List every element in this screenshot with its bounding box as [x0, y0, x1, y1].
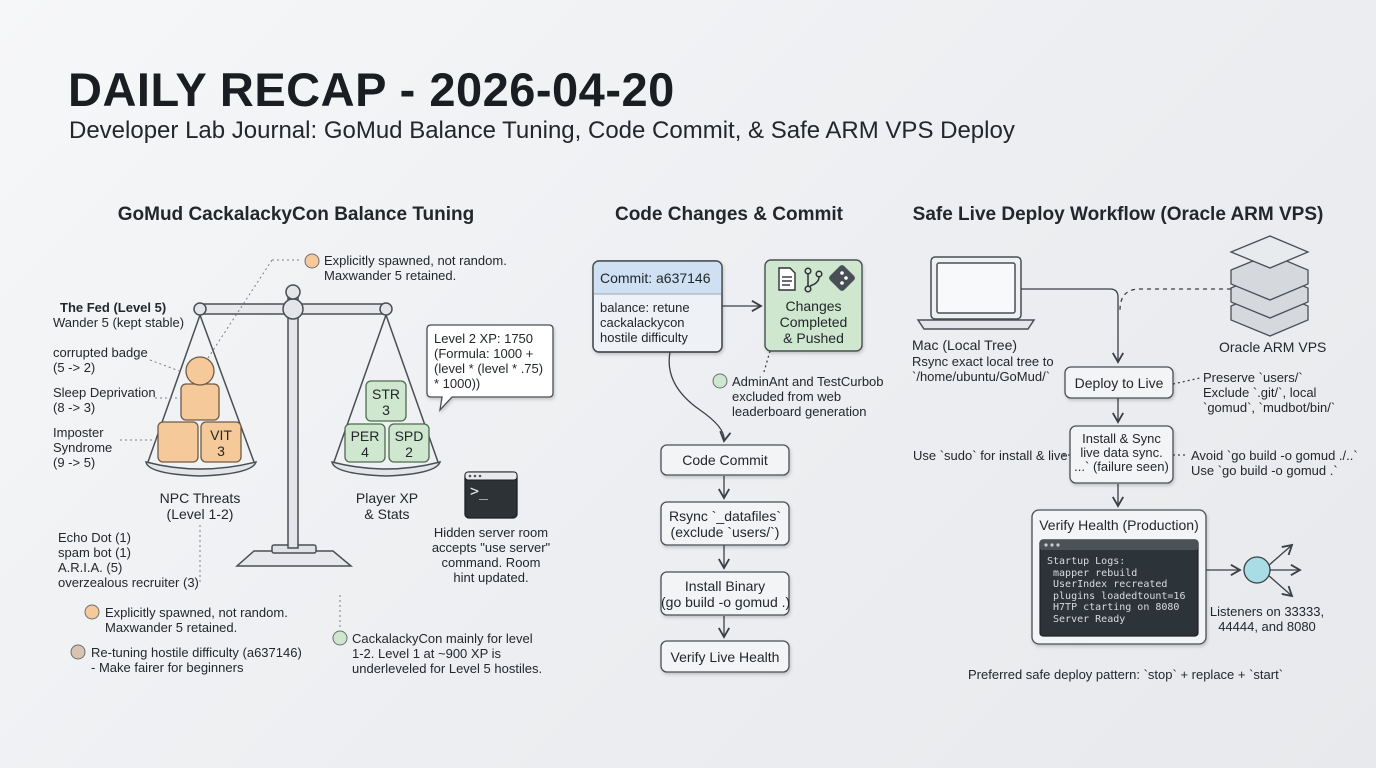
legend-dots	[70, 253, 728, 660]
per-block-label: PER 4	[350, 428, 380, 460]
commit-card	[592, 260, 723, 353]
xp-callout-text: Level 2 XP: 1750 (Formula: 1000 + (level…	[434, 331, 544, 391]
npc-list: Echo Dot (1) spam bot (1) A.R.I.A. (5) o…	[58, 530, 199, 590]
git-icon	[829, 265, 855, 291]
document-icon	[778, 267, 796, 291]
server-room-note: Hidden server room accepts "use server" …	[431, 525, 551, 585]
balance-heading: GoMud CackalackyCon Balance Tuning	[117, 204, 475, 225]
legend-item-retuning: Re-tuning hostile difficulty (a637146) -…	[91, 645, 302, 675]
page-title: DAILY RECAP - 2026-04-20	[68, 63, 675, 116]
admin-exclusion-note: AdminAnt and TestCurbob excluded from we…	[732, 374, 884, 419]
changes-label: Changes Completed & Pushed	[779, 298, 848, 346]
step-deploy-to-live: Deploy to Live	[1074, 375, 1164, 391]
vps-label: Oracle ARM VPS	[1219, 339, 1327, 355]
commit-title: Commit: a637146	[600, 270, 711, 286]
step-verify-live-health: Verify Live Health	[670, 649, 780, 665]
fed-sub: Wander 5 (kept stable)	[53, 315, 185, 330]
legend-item-spawned: Explicitly spawned, not random. Maxwande…	[105, 605, 288, 635]
page-subtitle: Developer Lab Journal: GoMud Balance Tun…	[69, 117, 1015, 144]
threat-corrupted-badge: corrupted badge (5 -> 2)	[53, 345, 148, 375]
str-block-label: STR 3	[372, 386, 400, 418]
branch-icon	[804, 267, 823, 293]
deploy-arrows	[1021, 288, 1242, 576]
fed-title: The Fed (Level 5)	[60, 300, 167, 315]
legend-item-cackalackycon: CackalackyCon mainly for level 1-2. Leve…	[352, 631, 543, 676]
logs-terminal	[1039, 539, 1199, 637]
network-icon	[1243, 543, 1302, 598]
mac-desc: Rsync exact local tree to `/home/ubuntu/…	[912, 354, 1054, 384]
step-code-commit: Code Commit	[682, 452, 768, 468]
threat-imposter-syndrome: Imposter Syndrome (9 -> 5)	[53, 425, 113, 470]
step-rsync-datafiles: Rsync `_datafiles` (exclude `users/`)	[668, 508, 782, 540]
server-icon	[1229, 235, 1310, 337]
step-install-sync: Install & Sync live data sync. ...` (fai…	[1074, 431, 1169, 474]
listeners-note: Listeners on 33333, 44444, and 8080	[1209, 604, 1325, 634]
commit-body: balance: retune cackalackycon hostile di…	[600, 300, 690, 345]
npc-threat-blocks	[157, 356, 242, 463]
spd-block-label: SPD 2	[394, 428, 424, 460]
deploy-preserve-note: Preserve `users/` Exclude `.git/`, local…	[1203, 370, 1336, 415]
vit-block-label: VIT 3	[210, 427, 232, 459]
step-install-binary: Install Binary (go build -o gomud .)	[661, 578, 791, 610]
deploy-footer-note: Preferred safe deploy pattern: `stop` + …	[968, 667, 1284, 682]
balance-scale	[145, 284, 442, 567]
terminal-prompt: >_	[470, 482, 489, 500]
commit-heading: Code Changes & Commit	[614, 204, 844, 225]
xp-callout-bubble	[426, 324, 554, 413]
commit-step-boxes	[660, 444, 790, 673]
deploy-heading: Safe Live Deploy Workflow (Oracle ARM VP…	[912, 204, 1324, 225]
sudo-note: Use `sudo` for install & live	[913, 448, 1068, 463]
player-xp-label: Player XP & Stats	[355, 490, 419, 522]
laptop-icon	[916, 256, 1036, 330]
player-stat-blocks	[344, 380, 430, 463]
terminal-icon	[464, 471, 518, 519]
commit-arrows	[668, 300, 771, 639]
verify-health-title: Verify Health (Production)	[1039, 517, 1199, 533]
npc-threats-label: NPC Threats (Level 1-2)	[159, 490, 241, 522]
mac-title: Mac (Local Tree)	[912, 337, 1018, 353]
spawn-note-top: Explicitly spawned, not random. Maxwande…	[324, 253, 507, 283]
startup-logs: Startup Logs: mapper rebuild UserIndex r…	[1047, 556, 1186, 625]
avoid-build-note: Avoid `go build -o gomud ./..` Use `go b…	[1191, 448, 1358, 478]
threat-sleep-deprivation: Sleep Deprivation (8 -> 3)	[53, 385, 156, 415]
leader-lines	[120, 259, 341, 628]
